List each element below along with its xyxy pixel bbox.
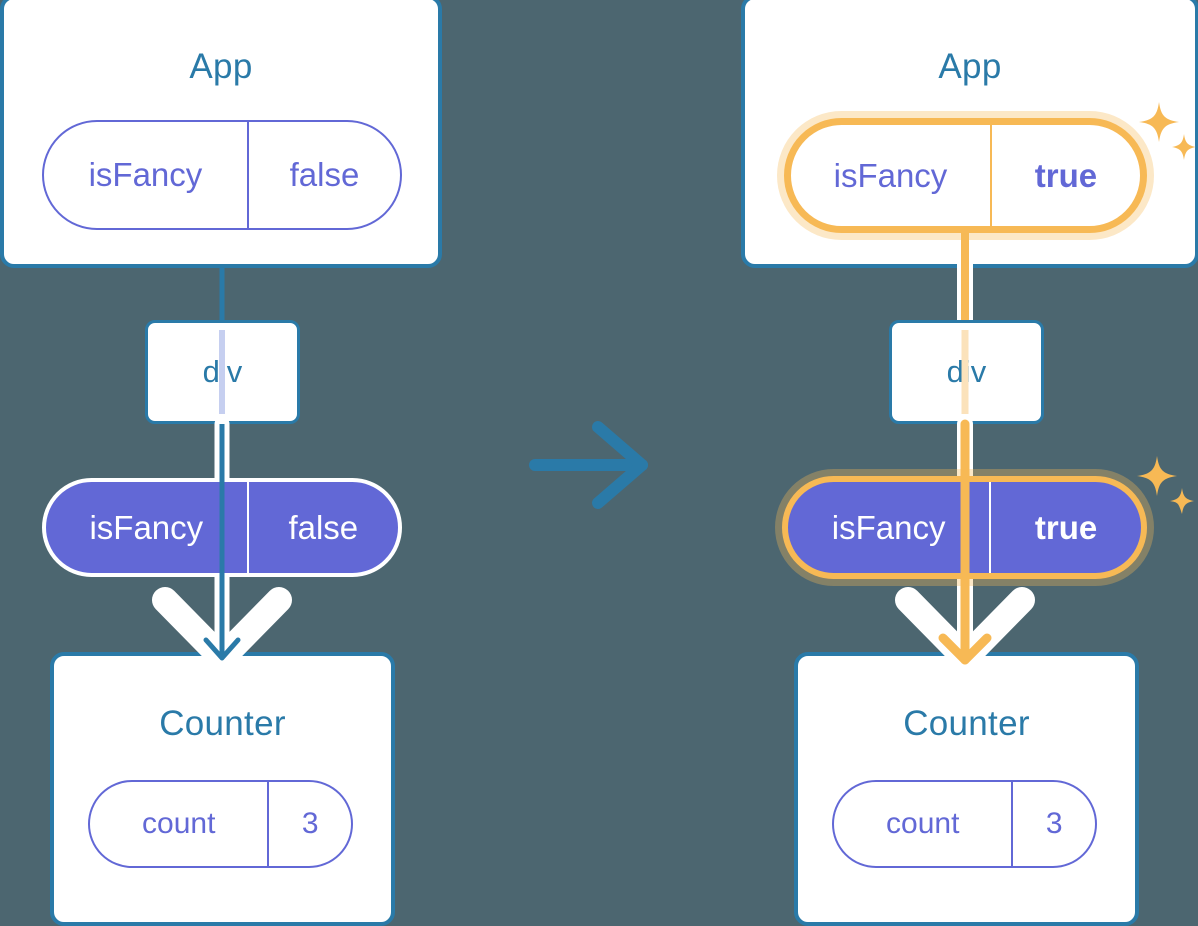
diagram-panel-after: App isFancy true div [599, 0, 1198, 926]
connector-app-to-div-right [957, 222, 973, 332]
app-card-title: App [938, 47, 1002, 86]
pill-value-label: 3 [267, 782, 351, 866]
pill-value-label: true [989, 125, 1140, 226]
pill-value-label: 3 [1011, 782, 1095, 866]
pill-key-label: isFancy [831, 508, 946, 546]
counter-card-title: Counter [903, 704, 1030, 743]
connector-inside-div-right [961, 330, 969, 414]
app-card-title: App [189, 47, 253, 86]
pill-key-label: isFancy [88, 156, 203, 193]
app-state-pill-isfancy[interactable]: isFancy true [784, 118, 1147, 233]
connector-arrow-to-counter-left [203, 424, 241, 661]
transition-arrow-right-icon [529, 421, 648, 509]
connector-app-to-div-left [219, 264, 225, 330]
pill-value-label: false [246, 482, 398, 573]
pill-value-label: false [246, 122, 400, 228]
counter-state-pill-count[interactable]: count 3 [88, 780, 353, 868]
pill-key-label: count [142, 807, 216, 840]
pill-key-label: isFancy [89, 508, 204, 546]
pill-key-label: count [886, 807, 960, 840]
pill-key-label: isFancy [833, 156, 948, 194]
pill-value-label: true [989, 482, 1141, 573]
diagram-panel-before: App isFancy false div isFancy false [0, 0, 599, 926]
counter-card-title: Counter [159, 704, 286, 743]
counter-state-pill-count[interactable]: count 3 [832, 780, 1097, 868]
connector-inside-div-left [219, 330, 225, 414]
app-state-pill-isfancy[interactable]: isFancy false [42, 120, 402, 230]
connector-arrow-to-counter-right [938, 419, 992, 665]
